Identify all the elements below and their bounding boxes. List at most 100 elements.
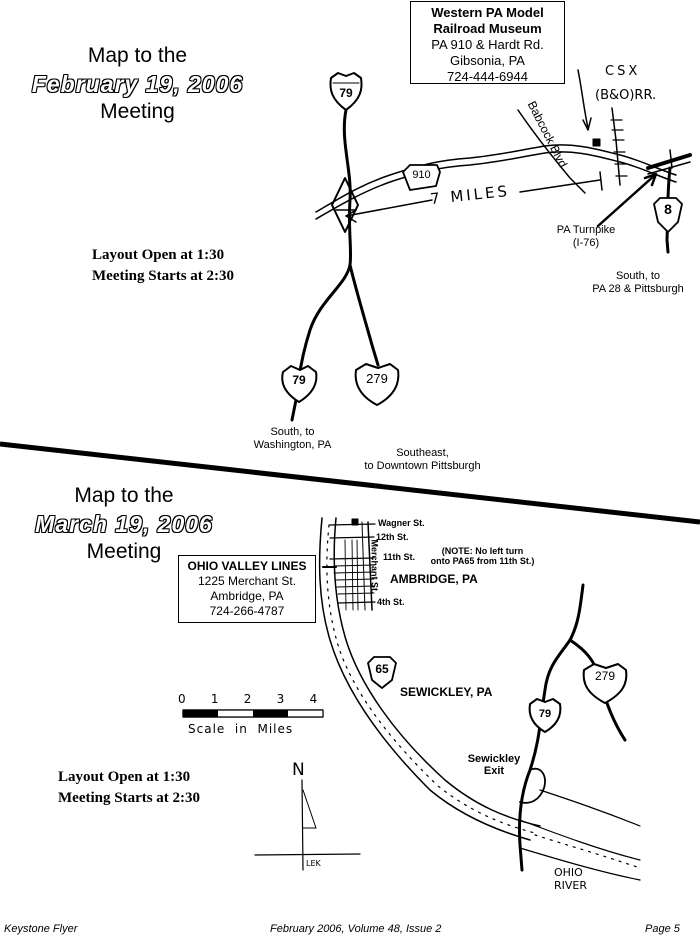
label-south-washington: South, to Washington, PA bbox=[245, 426, 340, 452]
meeting2-title-date: March 19, 2006 bbox=[35, 511, 213, 537]
compass bbox=[254, 779, 361, 871]
street-4th bbox=[337, 601, 376, 604]
meeting1-title-date: February 19, 2006 bbox=[31, 71, 244, 97]
scale-text: Scale in Miles bbox=[188, 722, 294, 736]
museum-address: PA 910 & Hardt Rd. bbox=[431, 37, 544, 52]
museum-phone: 724-444-6944 bbox=[447, 69, 528, 84]
label-bo: (B&O)RR. bbox=[595, 88, 657, 103]
meeting2-title-line3: Meeting bbox=[86, 540, 162, 563]
shield-i279-b bbox=[582, 663, 628, 704]
ovl-name: OHIO VALLEY LINES bbox=[187, 559, 307, 573]
meeting1-title: Map to the February 19, 2006 Meeting bbox=[5, 42, 270, 126]
venue-box-museum: Western PA Model Railroad Museum PA 910 … bbox=[410, 1, 565, 84]
meeting2-title-line1: Map to the bbox=[74, 484, 174, 507]
meeting2-meeting-starts: Meeting Starts at 2:30 bbox=[58, 790, 201, 806]
turnpike-line1: PA Turnpike bbox=[556, 224, 616, 236]
south-wash-line1: South, to bbox=[270, 426, 315, 438]
babcock-road bbox=[517, 109, 586, 194]
south-pa28-line2: PA 28 & Pittsburgh bbox=[592, 283, 684, 295]
footer-center: February 2006, Volume 48, Issue 2 bbox=[270, 923, 442, 935]
shield-i79-top-number: 79 bbox=[339, 86, 353, 100]
i79-road-bottom bbox=[518, 583, 585, 872]
label-11th-st: 11th St. bbox=[383, 552, 416, 562]
museum-arrow bbox=[577, 69, 589, 129]
compass-north: N bbox=[292, 760, 305, 780]
meeting1-layout-open: Layout Open at 1:30 bbox=[92, 247, 225, 263]
label-ohio-river: OHIO RIVER bbox=[554, 866, 587, 892]
footer-right: Page 5 bbox=[645, 923, 680, 935]
label-sewickley: SEWICKLEY, PA bbox=[400, 685, 493, 699]
compass-note: LEK bbox=[306, 859, 321, 868]
turnpike-line2: (I-76) bbox=[572, 237, 600, 249]
street-12th bbox=[329, 536, 375, 539]
shield-i279-number: 279 bbox=[366, 371, 388, 386]
scale-bar bbox=[182, 709, 324, 718]
meeting1-title-line3: Meeting bbox=[100, 100, 175, 123]
meeting1-title-line1: Map to the bbox=[87, 44, 188, 67]
shield-pa8 bbox=[653, 197, 683, 233]
ovl-address: 1225 Merchant St. bbox=[197, 574, 297, 588]
meeting1-meeting-starts: Meeting Starts at 2:30 bbox=[92, 268, 235, 284]
meeting2-layout-open: Layout Open at 1:30 bbox=[58, 769, 191, 785]
river-line2: RIVER bbox=[554, 879, 588, 892]
note-line2: onto PA65 from 11th St.) bbox=[430, 556, 535, 566]
shield-i79-b-number: 79 bbox=[538, 708, 552, 720]
shield-i279 bbox=[354, 363, 400, 406]
shield-pa910 bbox=[402, 164, 441, 191]
label-12th-st: 12th St. bbox=[376, 532, 409, 542]
museum-name-line2: Railroad Museum bbox=[433, 21, 542, 36]
museum-city: Gibsonia, PA bbox=[450, 53, 525, 68]
label-sewickley-exit: Sewickley Exit bbox=[462, 753, 526, 777]
exit-line2: Exit bbox=[483, 765, 505, 777]
shield-pa910-number: 910 bbox=[412, 169, 431, 181]
label-wagner-st: Wagner St. bbox=[378, 518, 425, 528]
scale-numbers: 0 1 2 3 4 bbox=[178, 692, 320, 706]
bottom-map bbox=[182, 517, 641, 881]
river-line1: OHIO bbox=[554, 866, 583, 879]
ovl-phone: 724-266-4787 bbox=[209, 604, 285, 618]
ohio-river bbox=[539, 789, 641, 827]
label-csx: CSX bbox=[605, 64, 641, 79]
turnpike-road bbox=[646, 153, 692, 170]
section-divider bbox=[0, 441, 700, 525]
label-southeast: Southeast, to Downtown Pittsburgh bbox=[350, 447, 495, 473]
label-merchant-st: Merchant St. bbox=[369, 539, 380, 594]
southeast-line2: to Downtown Pittsburgh bbox=[364, 460, 481, 472]
label-turnpike: PA Turnpike (I-76) bbox=[545, 224, 627, 250]
south-wash-line2: Washington, PA bbox=[253, 439, 332, 451]
south-pa28-line1: South, to bbox=[615, 270, 661, 282]
shield-pa65 bbox=[367, 656, 397, 689]
shield-i279-b-number: 279 bbox=[594, 669, 616, 683]
turnpike-arrow bbox=[596, 173, 657, 228]
miles-dimension bbox=[345, 179, 601, 217]
ambridge-marker bbox=[351, 518, 359, 526]
label-note: (NOTE: No left turn onto PA65 from 11th … bbox=[420, 546, 545, 566]
exit-line1: Sewickley bbox=[467, 753, 521, 765]
venue-box-ovl: OHIO VALLEY LINES 1225 Merchant St. Ambr… bbox=[178, 555, 316, 623]
label-ambridge: AMBRIDGE, PA bbox=[390, 572, 478, 586]
footer-left: Keystone Flyer bbox=[4, 923, 78, 935]
shield-i79-bottom bbox=[281, 365, 318, 403]
pa910-road bbox=[315, 144, 677, 213]
interchange bbox=[331, 177, 359, 233]
shield-pa65-number: 65 bbox=[375, 662, 389, 676]
museum-name-line1: Western PA Model bbox=[431, 5, 544, 20]
southeast-line1: Southeast, bbox=[396, 447, 449, 459]
meeting2-times: Layout Open at 1:30 Meeting Starts at 2:… bbox=[58, 767, 200, 809]
pa65-road bbox=[318, 517, 531, 841]
museum-marker bbox=[592, 138, 601, 147]
shield-i79-top bbox=[329, 72, 363, 111]
top-map bbox=[281, 69, 692, 422]
ovl-city: Ambridge, PA bbox=[210, 589, 284, 603]
meeting1-times: Layout Open at 1:30 Meeting Starts at 2:… bbox=[92, 245, 234, 287]
label-south-pa28: South, to PA 28 & Pittsburgh bbox=[578, 270, 698, 296]
shield-pa8-number: 8 bbox=[664, 201, 672, 217]
shield-i79-b bbox=[528, 698, 562, 733]
sewickley-exit bbox=[519, 767, 546, 804]
note-line1: (NOTE: No left turn bbox=[441, 546, 524, 556]
meeting2-title: Map to the March 19, 2006 Meeting bbox=[0, 482, 248, 566]
shield-i79-bottom-number: 79 bbox=[292, 373, 306, 387]
label-4th-st: 4th St. bbox=[377, 597, 405, 607]
i279-road bbox=[348, 263, 380, 367]
